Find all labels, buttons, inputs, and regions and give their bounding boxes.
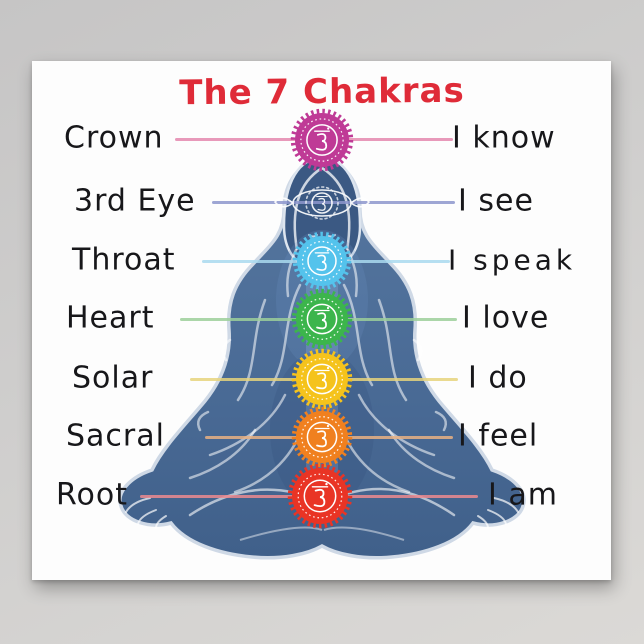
chakra-name-sacral: Sacral <box>66 418 165 454</box>
chakra-name-heart: Heart <box>66 300 155 336</box>
chakra-affirmation-root: I am <box>488 477 558 513</box>
poster-title: The 7 Chakras <box>179 70 465 114</box>
chakra-affirmation-crown: I know <box>452 120 556 156</box>
chakra-name-solar: Solar <box>72 360 154 396</box>
chakra-name-root: Root <box>56 477 128 513</box>
chakra-affirmation-solar: I do <box>468 360 528 396</box>
chakra-affirmation-heart: I love <box>462 300 550 336</box>
chakra-name-crown: Crown <box>64 120 164 156</box>
chakra-affirmation-sacral: I feel <box>458 418 539 454</box>
chakra-name-throat: Throat <box>72 242 176 278</box>
chakra-affirmation-throat: I speak <box>448 243 577 277</box>
chakra-affirmation-3rd-eye: I see <box>458 183 534 219</box>
chakra-name-3rd-eye: 3rd Eye <box>74 183 196 219</box>
